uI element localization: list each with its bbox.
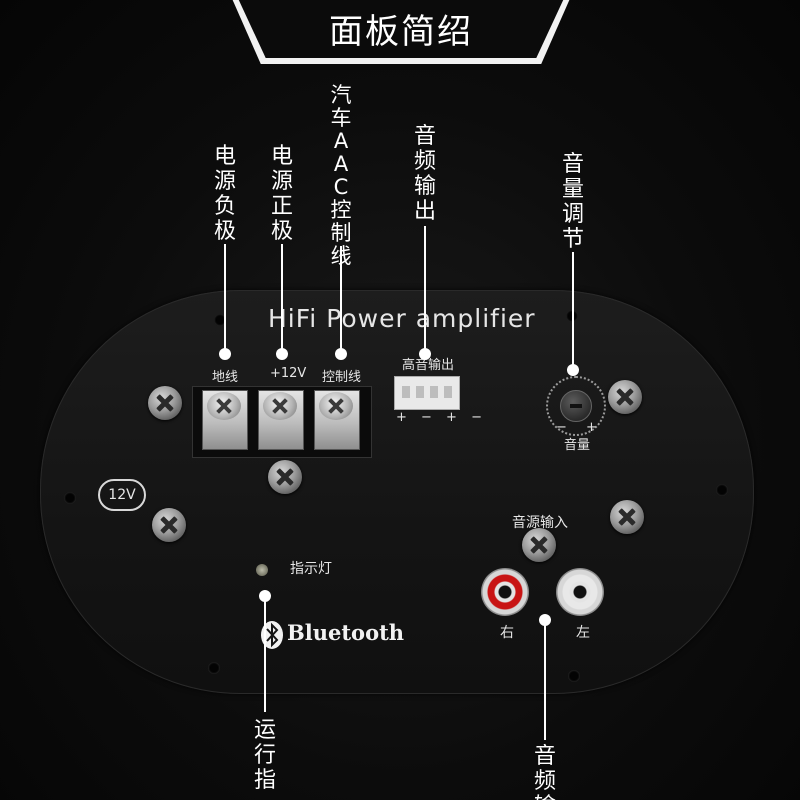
bluetooth-icon xyxy=(261,621,283,649)
mount-hole xyxy=(64,492,76,504)
callout-audio-input: 音频输 xyxy=(533,744,556,800)
callout-line xyxy=(572,252,574,368)
bluetooth-logo: Bluetooth xyxy=(287,620,405,645)
connector-pin xyxy=(444,386,452,398)
terminal-label-control: 控制线 xyxy=(322,370,362,385)
audio-input-label: 音源输入 xyxy=(512,515,568,531)
connector-pin xyxy=(402,386,410,398)
terminal-screw-icon xyxy=(319,392,353,420)
panel-screw-icon xyxy=(148,386,182,420)
brand-title: HiFi Power amplifier xyxy=(268,304,536,333)
rca-right-label: 右 xyxy=(500,625,514,641)
volume-label: 音量 xyxy=(564,438,591,453)
volume-plus: + xyxy=(586,420,597,435)
panel-screw-icon xyxy=(152,508,186,542)
callout-line xyxy=(424,226,426,352)
rca-right-jack[interactable] xyxy=(481,568,529,616)
callout-line xyxy=(281,244,283,352)
mount-hole xyxy=(568,670,580,682)
callout-dot xyxy=(276,348,288,360)
mount-hole xyxy=(214,314,226,326)
callout-aac-control: 汽车AAC控制线 xyxy=(330,83,352,268)
terminal-screw-icon xyxy=(263,392,297,420)
callout-line xyxy=(340,246,342,352)
tweeter-polarity: + − + − xyxy=(396,410,487,425)
volume-minus: − xyxy=(556,420,567,435)
tweeter-output-label: 高音输出 xyxy=(402,358,455,373)
terminal-label-ground: 地线 xyxy=(212,370,239,385)
panel-screw-icon xyxy=(608,380,642,414)
callout-run-indicator: 运行指 xyxy=(253,718,276,793)
callout-line xyxy=(544,622,546,740)
rca-left-jack[interactable] xyxy=(556,568,604,616)
callout-audio-output: 音频输出 xyxy=(413,124,436,224)
mount-hole xyxy=(208,662,220,674)
panel-screw-icon xyxy=(268,460,302,494)
callout-line xyxy=(224,244,226,352)
callout-power-negative: 电源负极 xyxy=(213,144,236,244)
connector-pin xyxy=(416,386,424,398)
volume-knob[interactable] xyxy=(560,390,592,422)
callout-dot xyxy=(259,590,271,602)
title-banner-fill xyxy=(236,0,566,58)
indicator-led-icon xyxy=(256,564,268,576)
callout-dot xyxy=(539,614,551,626)
terminal-label-12v: +12V xyxy=(270,366,307,381)
callout-line xyxy=(264,598,266,712)
callout-dot xyxy=(219,348,231,360)
callout-dot xyxy=(419,348,431,360)
amplifier-panel xyxy=(40,290,754,694)
connector-pin xyxy=(430,386,438,398)
callout-power-positive: 电源正极 xyxy=(270,144,293,244)
voltage-badge: 12V xyxy=(98,479,146,511)
volume-scale xyxy=(546,376,606,436)
callout-dot xyxy=(335,348,347,360)
page-title: 面板简绍 xyxy=(329,12,473,52)
panel-screw-icon xyxy=(522,528,556,562)
terminal-screw-icon xyxy=(207,392,241,420)
rca-left-label: 左 xyxy=(576,625,590,641)
callout-volume-adjust: 音量调节 xyxy=(561,152,584,252)
callout-dot xyxy=(567,364,579,376)
mount-hole xyxy=(716,484,728,496)
panel-screw-icon xyxy=(610,500,644,534)
indicator-label: 指示灯 xyxy=(290,561,332,577)
